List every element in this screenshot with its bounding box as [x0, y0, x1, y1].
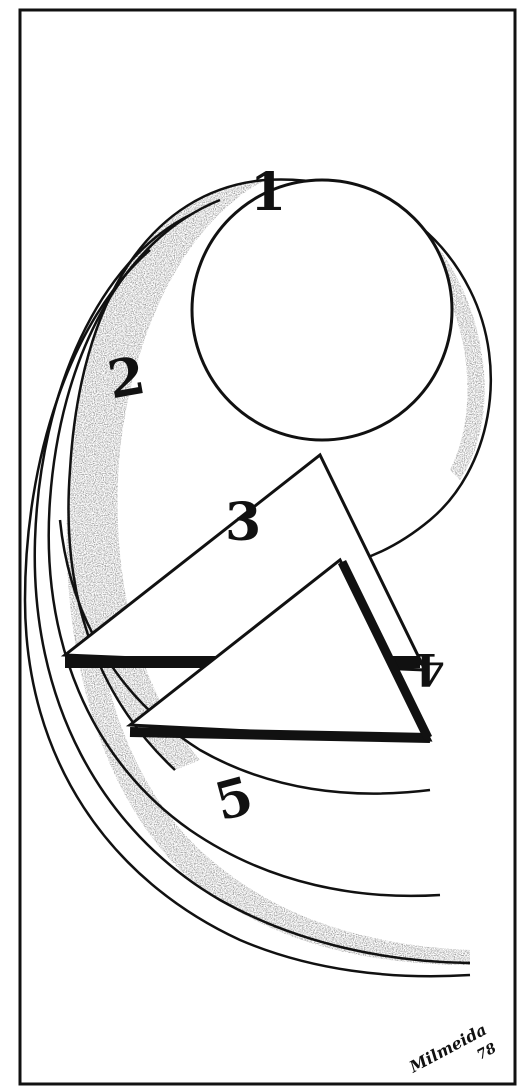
small-triangle-base-shade [130, 732, 430, 738]
signature: Milmeida 78 [405, 1020, 499, 1092]
circle-shape [192, 180, 452, 440]
label-1: 1 [250, 162, 286, 223]
signature-year: 78 [474, 1040, 499, 1063]
label-3: 3 [225, 492, 261, 553]
label-4: 4 [414, 643, 445, 694]
label-5: 5 [209, 765, 260, 833]
